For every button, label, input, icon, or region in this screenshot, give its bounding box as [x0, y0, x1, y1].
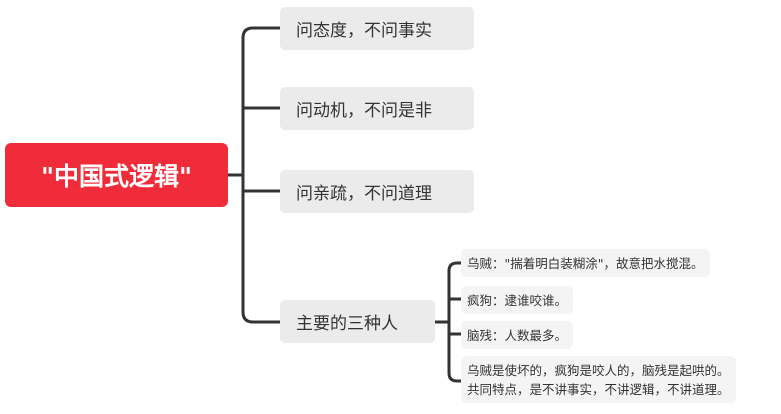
leaf-summary[interactable]: 乌贼是使坏的，疯狗是咬人的，脑残是起哄的。 共同特点，是不讲事实，不讲逻辑，不讲…	[461, 356, 736, 403]
summary-line-2: 共同特点，是不讲事实，不讲逻辑，不讲道理。	[467, 381, 730, 397]
branch-closeness[interactable]: 问亲疏，不问道理	[280, 170, 474, 213]
branch-attitude[interactable]: 问态度，不问事实	[280, 7, 474, 50]
leaf-mad-dog[interactable]: 疯狗：逮谁咬谁。	[461, 286, 574, 314]
branch-three-types[interactable]: 主要的三种人	[280, 300, 435, 343]
root-node[interactable]: "中国式逻辑"	[5, 143, 228, 207]
leaf-brainless[interactable]: 脑残：人数最多。	[461, 321, 574, 349]
leaf-squid[interactable]: 乌贼："揣着明白装糊涂"，故意把水搅混。	[461, 249, 710, 277]
branch-motive[interactable]: 问动机，不问是非	[280, 87, 474, 130]
summary-line-1: 乌贼是使坏的，疯狗是咬人的，脑残是起哄的。	[467, 362, 730, 378]
